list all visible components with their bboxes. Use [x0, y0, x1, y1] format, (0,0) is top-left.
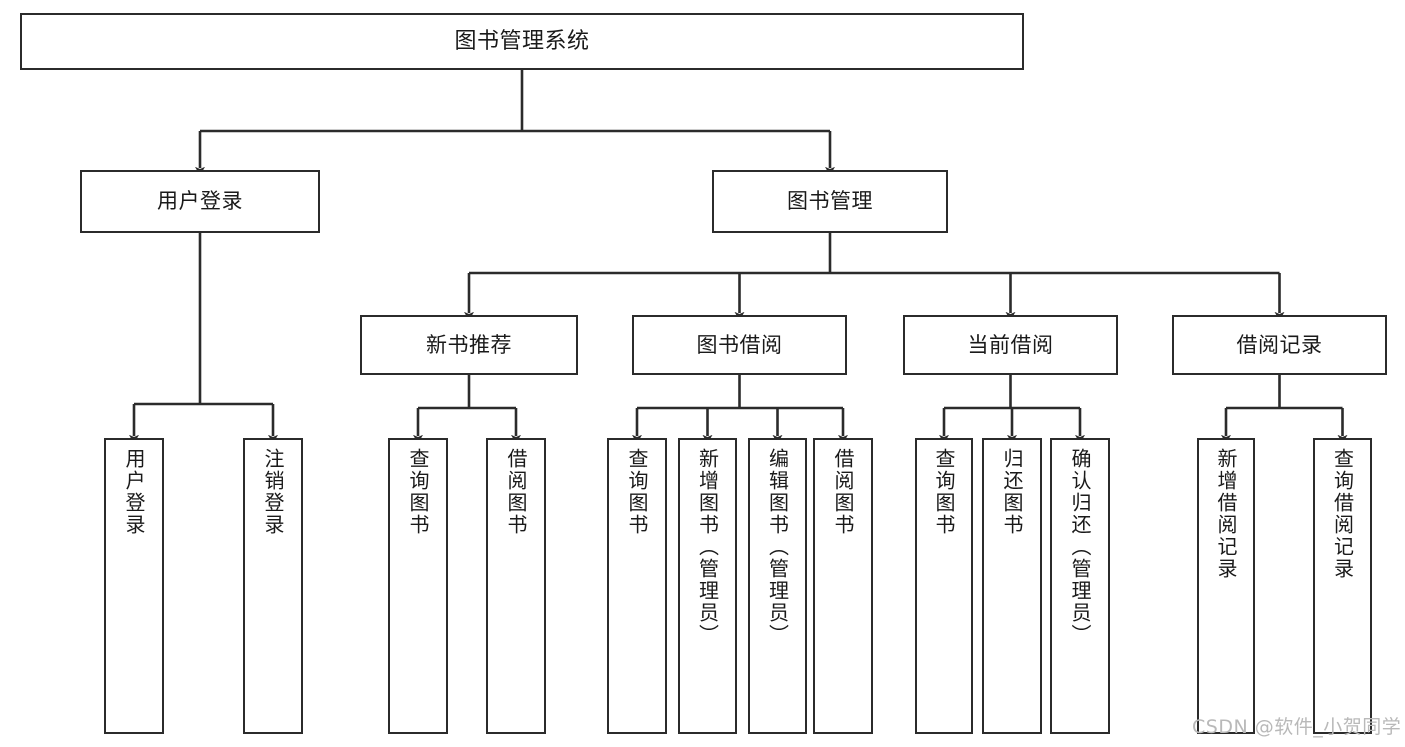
node-label: 图书管理系统: [454, 28, 590, 54]
node-root[interactable]: 图书管理系统: [20, 13, 1024, 70]
node-leaf-return-book[interactable]: 归还图书: [982, 438, 1042, 734]
node-label: 用户登录: [157, 189, 243, 214]
node-label: 借阅图书: [504, 448, 528, 536]
node-label: 用户登录: [122, 448, 146, 536]
node-leaf-user-login[interactable]: 用户登录: [104, 438, 164, 734]
node-book-manage[interactable]: 图书管理: [712, 170, 948, 233]
node-leaf-add-record[interactable]: 新增借阅记录: [1197, 438, 1255, 734]
csdn-watermark: CSDN @软件_小贺同学: [1192, 716, 1402, 738]
node-label: 图书借阅: [696, 332, 783, 357]
node-leaf-query-record[interactable]: 查询借阅记录: [1313, 438, 1372, 734]
node-label: 借阅图书: [831, 448, 855, 536]
node-label: 查询借阅记录: [1330, 448, 1355, 580]
node-label: 查询图书: [932, 448, 956, 536]
node-leaf-borrow-book-1[interactable]: 借阅图书: [486, 438, 546, 734]
node-leaf-borrow-book-2[interactable]: 借阅图书: [813, 438, 873, 734]
node-book-borrow[interactable]: 图书借阅: [632, 315, 847, 375]
node-label: 编辑图书（管理员）: [765, 448, 790, 646]
node-label: 归还图书: [1000, 448, 1024, 536]
node-leaf-query-book-1[interactable]: 查询图书: [388, 438, 448, 734]
node-borrow-record[interactable]: 借阅记录: [1172, 315, 1387, 375]
node-user-login[interactable]: 用户登录: [80, 170, 320, 233]
node-label: 查询图书: [406, 448, 430, 536]
node-leaf-query-book-2[interactable]: 查询图书: [607, 438, 667, 734]
node-label: 借阅记录: [1236, 332, 1323, 357]
node-leaf-logout[interactable]: 注销登录: [243, 438, 303, 734]
node-leaf-add-book[interactable]: 新增图书（管理员）: [678, 438, 737, 734]
node-label: 查询图书: [625, 448, 649, 536]
node-label: 当前借阅: [967, 332, 1054, 357]
node-leaf-query-book-3[interactable]: 查询图书: [915, 438, 973, 734]
node-label: 图书管理: [787, 189, 873, 214]
node-label: 新书推荐: [426, 332, 512, 357]
node-label: 新增借阅记录: [1214, 448, 1238, 580]
node-new-book-rec[interactable]: 新书推荐: [360, 315, 578, 375]
node-label: 注销登录: [261, 448, 285, 536]
node-label: 确认归还（管理员）: [1068, 448, 1092, 646]
node-leaf-edit-book[interactable]: 编辑图书（管理员）: [748, 438, 807, 734]
node-current-borrow[interactable]: 当前借阅: [903, 315, 1118, 375]
node-label: 新增图书（管理员）: [695, 448, 720, 646]
node-leaf-confirm-return[interactable]: 确认归还（管理员）: [1050, 438, 1110, 734]
